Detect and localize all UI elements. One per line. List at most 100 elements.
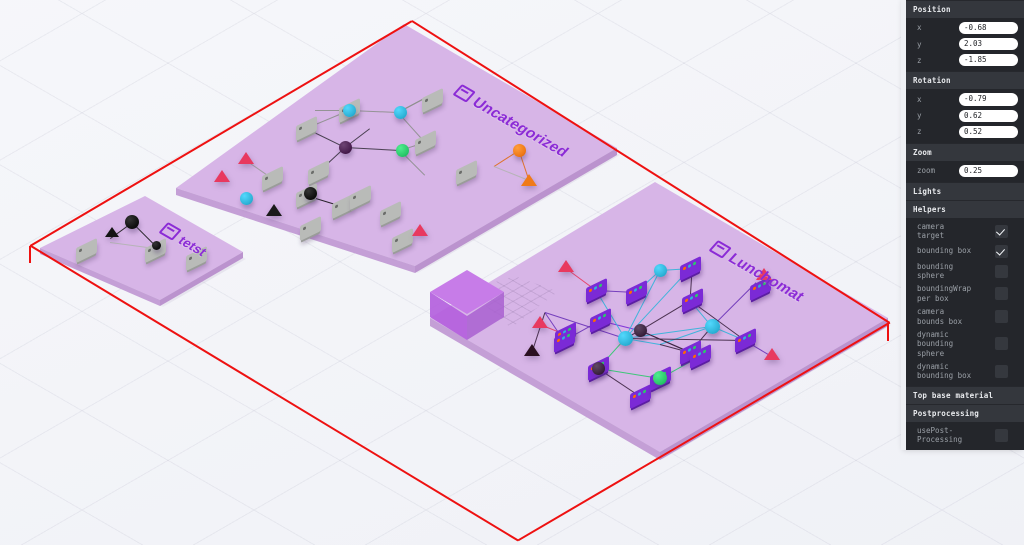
node-indicator-dot <box>302 225 306 231</box>
panel-row[interactable]: x -0.79 <box>906 91 1024 107</box>
number-input-x[interactable]: -0.79 <box>959 93 1018 106</box>
graph-node-cone[interactable] <box>532 316 548 328</box>
graph-node-sphere[interactable] <box>395 143 409 157</box>
node-indicator-dot <box>264 175 268 181</box>
number-input-z[interactable]: 0.52 <box>959 125 1018 138</box>
panel-row[interactable]: x -0.68 <box>906 20 1024 36</box>
graph-node-sphere[interactable] <box>591 361 605 375</box>
panel-section-rows: x -0.68 y 2.03 z -1.85 <box>906 18 1024 72</box>
panel-row-label: x <box>917 23 922 33</box>
panel-row-label: y <box>917 39 922 49</box>
bbox-post-right <box>887 323 889 341</box>
graph-node-sphere[interactable] <box>393 105 407 119</box>
panel-section-rows: usePost-Processing <box>906 421 1024 450</box>
number-input-y[interactable]: 0.62 <box>959 109 1018 122</box>
panel-row[interactable]: y 0.62 <box>906 108 1024 124</box>
panel-row-label: x <box>917 94 922 104</box>
panel-section-title[interactable]: Helpers <box>906 199 1024 218</box>
panel-row-label: zoom <box>917 166 936 176</box>
node-indicator-dot <box>382 210 386 216</box>
graph-node-sphere[interactable] <box>704 318 720 334</box>
node-indicator-dot <box>682 349 686 355</box>
panel-section-rows: zoom 0.25 <box>906 160 1024 182</box>
node-indicator-dot <box>628 289 632 295</box>
node-indicator-dot <box>597 315 601 320</box>
checkbox-bounding-box[interactable] <box>995 244 1008 258</box>
panel-section-title[interactable]: Postprocessing <box>906 403 1024 422</box>
node-indicator-dot <box>632 393 636 399</box>
plane-tetst[interactable] <box>40 196 243 300</box>
panel-section-title[interactable]: Zoom <box>906 142 1024 161</box>
graph-node-cone[interactable] <box>105 227 119 237</box>
checkbox-boundingwrapper-box[interactable] <box>995 287 1008 301</box>
graph-node-sphere[interactable] <box>125 215 139 229</box>
checkbox-usepost-processing[interactable] <box>995 428 1008 442</box>
panel-row[interactable]: usePost-Processing <box>906 424 1024 447</box>
node-indicator-dot <box>602 312 606 318</box>
panel-row-label: camera bounds box <box>917 307 963 326</box>
graph-node-cone[interactable] <box>524 344 540 356</box>
graph-node-sphere[interactable] <box>338 140 352 154</box>
graph-node-sphere[interactable] <box>617 330 633 346</box>
panel-row-label: dynamic bounding sphere <box>917 329 954 358</box>
panel-row-label: y <box>917 110 922 120</box>
node-indicator-dot <box>752 285 756 291</box>
panel-section-title[interactable]: Position <box>906 0 1024 18</box>
node-indicator-dot <box>147 247 151 253</box>
panel-row[interactable]: dynamic bounding sphere <box>906 328 1024 360</box>
panel-row[interactable]: camera bounds box <box>906 305 1024 328</box>
panel-row[interactable]: camera target <box>906 220 1024 243</box>
panel-row[interactable]: y 2.03 <box>906 36 1024 52</box>
number-input-zoom[interactable]: 0.25 <box>959 164 1018 177</box>
number-input-y[interactable]: 2.03 <box>959 38 1018 51</box>
checkbox-dynamic-bounding-sphere[interactable] <box>995 337 1008 351</box>
graph-node-cone[interactable] <box>266 204 282 216</box>
panel-row[interactable]: bounding sphere <box>906 260 1024 283</box>
panel-row[interactable]: zoom 0.25 <box>906 163 1024 179</box>
graph-node-sphere[interactable] <box>303 186 317 200</box>
graph-node-cone[interactable] <box>558 260 574 272</box>
checkbox-camera-bounds-box[interactable] <box>995 310 1008 323</box>
node-indicator-dot <box>394 237 398 243</box>
graph-node-sphere[interactable] <box>653 263 667 277</box>
panel-row[interactable]: dynamic bounding box <box>906 360 1024 383</box>
graph-node-sphere[interactable] <box>633 323 647 337</box>
graph-node-cone[interactable] <box>214 170 230 182</box>
checkbox-dynamic-bounding-box[interactable] <box>995 364 1008 378</box>
graph-node-sphere[interactable] <box>653 371 667 385</box>
panel-section-title[interactable]: Top base material <box>906 385 1024 404</box>
checkbox-bounding-sphere[interactable] <box>995 264 1008 278</box>
graph-node-cone[interactable] <box>764 348 780 360</box>
number-input-x[interactable]: -0.68 <box>959 22 1018 35</box>
graph-node-cone[interactable] <box>412 224 428 236</box>
node-indicator-dot <box>692 344 696 350</box>
graph-node-sphere[interactable] <box>239 191 253 205</box>
panel-section-title[interactable]: Rotation <box>906 71 1024 90</box>
graph-node-sphere[interactable] <box>512 143 526 157</box>
node-indicator-dot <box>310 169 314 175</box>
graph-node-cone[interactable] <box>238 152 254 164</box>
graph-node-sphere[interactable] <box>342 103 356 117</box>
node-indicator-dot <box>592 317 596 323</box>
node-indicator-dot <box>352 194 356 200</box>
node-indicator-dot <box>692 260 696 266</box>
node-indicator-dot <box>598 282 602 288</box>
panel-row[interactable]: bounding box <box>906 243 1024 260</box>
panel-row-label: dynamic bounding box <box>917 362 972 381</box>
panel-row[interactable]: boundingWrapper box <box>906 282 1024 305</box>
panel-row[interactable]: z -1.85 <box>906 52 1024 68</box>
panel-section-title[interactable]: Lights <box>906 181 1024 200</box>
graph-node-cone[interactable] <box>521 174 537 186</box>
graph-node-sphere[interactable] <box>151 240 161 250</box>
checkbox-camera-target[interactable] <box>995 224 1008 238</box>
number-input-z[interactable]: -1.85 <box>959 54 1018 67</box>
graph-node-cone[interactable] <box>756 268 772 280</box>
node-indicator-dot <box>684 297 688 303</box>
panel-row-label: z <box>917 55 922 65</box>
